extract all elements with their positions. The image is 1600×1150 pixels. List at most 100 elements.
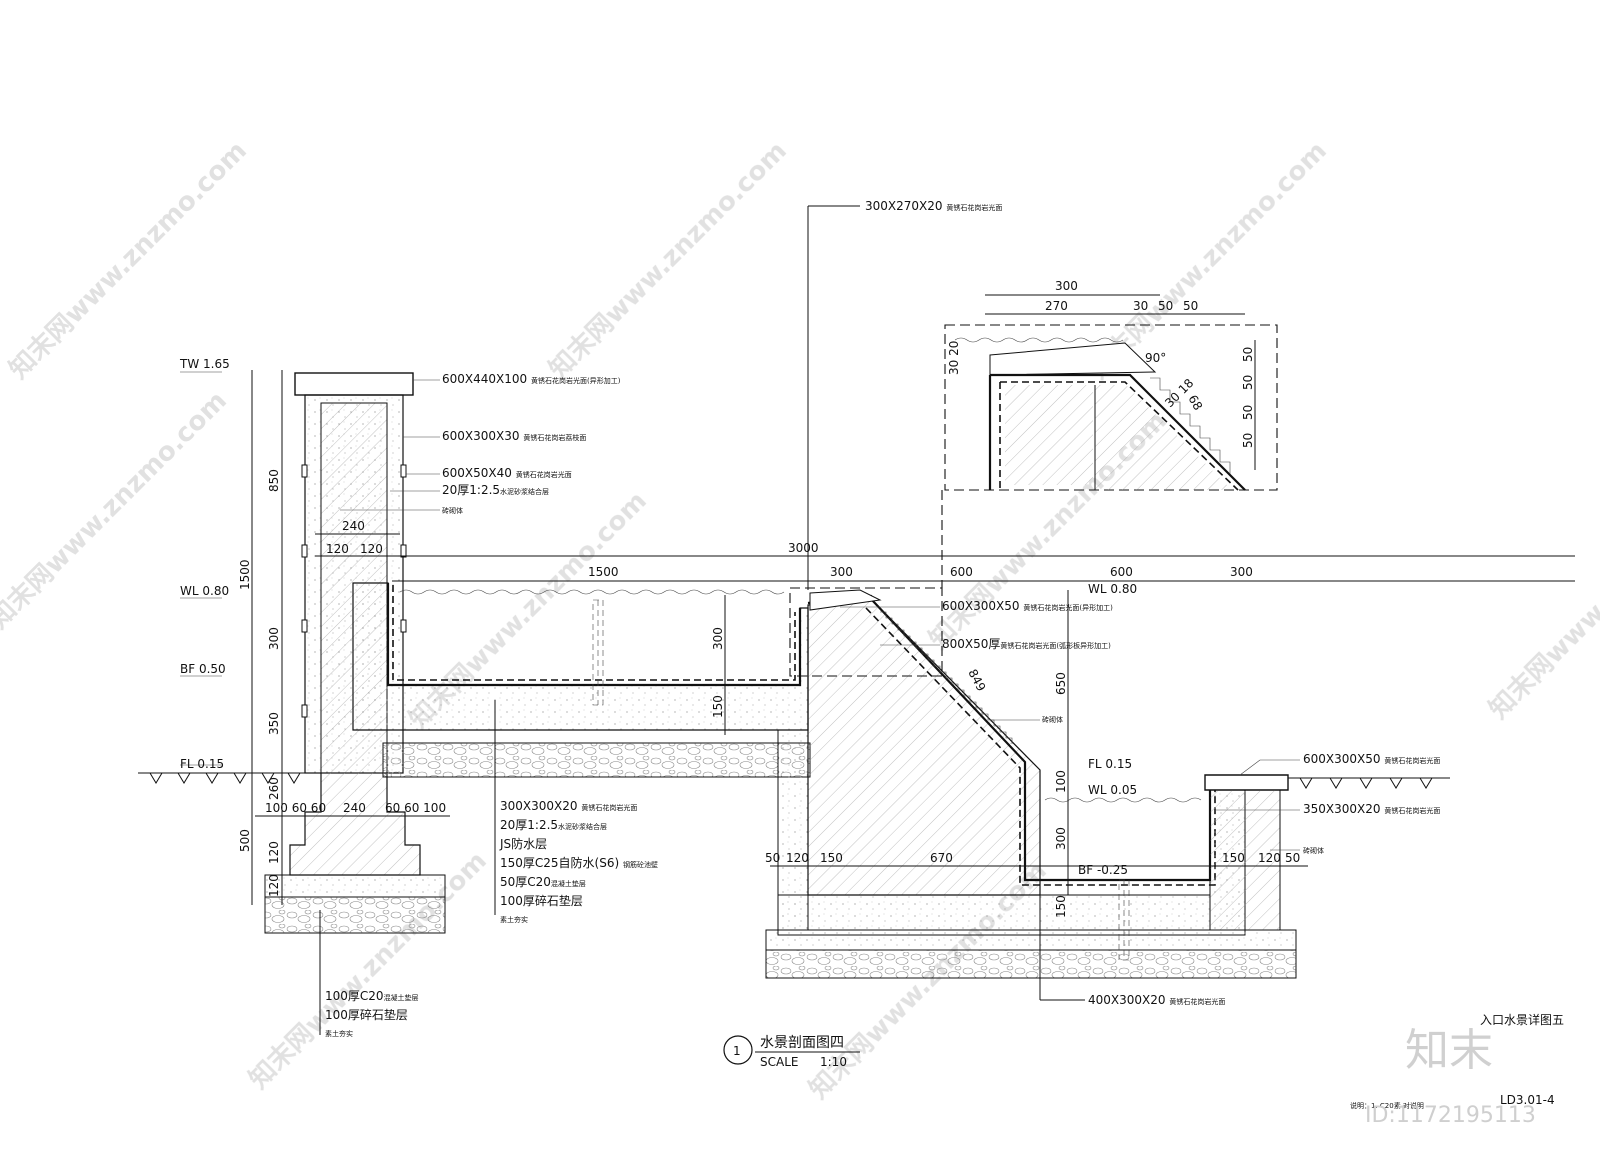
level-bf-left: BF 0.50 — [180, 662, 226, 676]
dim-r-150: 150 — [1054, 895, 1068, 918]
dim-detail-r50d: 50 — [1241, 433, 1255, 448]
svg-text:JS防水层: JS防水层 — [499, 836, 547, 851]
svg-text:350X300X20 黄锈石花岗岩光面: 350X300X20 黄锈石花岗岩光面 — [1303, 802, 1440, 816]
pool-layer-b: 黄锈石花岗岩光面 — [581, 803, 637, 812]
lower-basin — [765, 770, 1297, 979]
dim-bottom-right: 60 60 100 — [385, 801, 446, 815]
level-tw: TW 1.65 — [179, 357, 230, 371]
callout-top-detail: 300X270X20 — [865, 199, 943, 213]
watermark-id: ID:1172195113 — [1365, 1103, 1536, 1128]
callout-mortar-note: 水泥砂浆结合层 — [500, 487, 549, 496]
upper-pool — [352, 582, 811, 931]
sheet-title-block: 入口水景详图五 知末 说明：1. C20素 对说明 LD3.01-4 ID:11… — [1350, 1012, 1564, 1128]
callout-weir-note: 黄锈石花岗岩光面(异形加工) — [1023, 603, 1113, 612]
svg-text:800X50厚黄锈石花岗岩光面(弧形板异形加工): 800X50厚黄锈石花岗岩光面(弧形板异形加工) — [942, 637, 1111, 651]
dim-240: 240 — [342, 519, 365, 533]
dim-detail-300: 300 — [1055, 279, 1078, 293]
callout-base-r-note: 黄锈石花岗岩光面 — [1169, 997, 1225, 1006]
dim-3000: 3000 — [788, 541, 819, 555]
dim-detail-r50b: 50 — [1241, 375, 1255, 390]
pool-layer-a: 150厚C25自防水(S6) — [500, 855, 619, 870]
svg-text:素土夯实: 素土夯实 — [325, 1029, 353, 1038]
svg-text:600X440X100 黄锈石花岗岩光面(异形加工): 600X440X100 黄锈石花岗岩光面(异形加工) — [442, 372, 621, 386]
sheet-note: 说明：1. C20素 对说明 — [1350, 1101, 1424, 1110]
callout-labels: 600X440X100 黄锈石花岗岩光面(异形加工) 600X300X30 黄锈… — [325, 199, 1440, 1038]
dim-350: 350 — [267, 712, 281, 735]
dim-pool-300: 300 — [711, 627, 725, 650]
callout-facing: 600X300X30 — [442, 429, 520, 443]
footing-layer-a: 素土夯实 — [325, 1029, 353, 1038]
detail-frames — [789, 324, 1278, 677]
svg-text:300X300X20 黄锈石花岗岩光面: 300X300X20 黄锈石花岗岩光面 — [500, 799, 637, 813]
pool-layer-b: 混凝土垫层 — [551, 879, 586, 888]
footing-layer-a: 100厚C20 — [325, 989, 384, 1003]
dim-300-top-b: 300 — [1230, 565, 1253, 579]
dim-120b: 120 — [267, 874, 281, 897]
watermark-text: 知末网www.znzmo.com — [544, 136, 793, 385]
dim-detail-30: 30 — [1133, 299, 1148, 313]
dim-detail-68: 68 — [1185, 393, 1205, 413]
dim-120-right: 120 — [360, 542, 383, 556]
dim-bot-670: 670 — [930, 851, 953, 865]
level-wl-right: WL 0.80 — [1088, 582, 1137, 596]
callout-wall-r-note: 黄锈石花岗岩光面 — [1384, 806, 1440, 815]
dim-detail-50b: 50 — [1183, 299, 1198, 313]
title-scale-value: 1:10 — [820, 1055, 847, 1069]
dimension-lines — [251, 205, 1575, 1035]
dim-bot-r150: 150 — [1222, 851, 1245, 865]
callout-slope: 800X50厚 — [942, 637, 1000, 651]
dim-850: 850 — [267, 469, 281, 492]
callout-leaders — [340, 379, 1300, 851]
dim-bot-120: 120 — [786, 851, 809, 865]
dim-500: 500 — [238, 829, 252, 852]
svg-text:400X300X20 黄锈石花岗岩光面: 400X300X20 黄锈石花岗岩光面 — [1088, 993, 1225, 1007]
dim-bottom-left: 100 60 60 — [265, 801, 326, 815]
callout-base-r: 400X300X20 — [1088, 993, 1166, 1007]
dim-bot-150: 150 — [820, 851, 843, 865]
callout-band-note: 黄锈石花岗岩光面 — [516, 470, 572, 479]
drawing-title: 1 水景剖面图四 SCALE 1:10 — [723, 1035, 860, 1069]
watermark-text: 知末网www.znzmo.com — [1484, 476, 1600, 725]
title-number: 1 — [733, 1044, 741, 1058]
dim-detail-50a: 50 — [1158, 299, 1173, 313]
svg-text:100厚碎石垫层: 100厚碎石垫层 — [500, 893, 583, 908]
pool-layer-a: 素土夯实 — [500, 915, 528, 924]
cascade-mass — [807, 589, 1216, 896]
dim-r-650: 650 — [1054, 672, 1068, 695]
sheet-number: LD3.01-4 — [1500, 1093, 1555, 1107]
dim-120a: 120 — [267, 841, 281, 864]
callout-cap-note: 黄锈石花岗岩光面(异形加工) — [531, 376, 621, 385]
callout-coping-r-note: 黄锈石花岗岩光面 — [1384, 756, 1440, 765]
level-markers: TW 1.65 WL 0.80 BF 0.50 FL 0.15 WL 0.80 … — [179, 357, 1137, 877]
dim-detail-r50a: 50 — [1241, 347, 1255, 362]
svg-text:50厚C20混凝土垫层: 50厚C20混凝土垫层 — [500, 875, 586, 889]
dim-1500: 1500 — [238, 559, 252, 590]
level-bf-right: BF -0.25 — [1078, 863, 1128, 877]
dimension-labels: 850 1500 300 350 260 500 120 120 240 120… — [238, 279, 1300, 918]
dim-bottom-240: 240 — [343, 801, 366, 815]
title-scale-label: SCALE — [760, 1055, 798, 1069]
ground-line — [138, 772, 1450, 789]
svg-text:300X270X20 黄锈石花岗岩光面: 300X270X20 黄锈石花岗岩光面 — [865, 199, 1002, 213]
dim-260: 260 — [267, 777, 281, 800]
pool-layer-a: 20厚1:2.5 — [500, 818, 558, 832]
callout-top-detail-note: 黄锈石花岗岩光面 — [946, 203, 1002, 212]
footing-layer-b: 混凝土垫层 — [384, 993, 419, 1002]
brand-logo: 知末 — [1405, 1025, 1493, 1076]
svg-text:600X50X40 黄锈石花岗岩光面: 600X50X40 黄锈石花岗岩光面 — [442, 466, 572, 480]
dim-r-300: 300 — [1054, 827, 1068, 850]
callout-band: 600X50X40 — [442, 466, 512, 480]
svg-text:150厚C25自防水(S6) 钢筋砼池壁: 150厚C25自防水(S6) 钢筋砼池壁 — [500, 855, 658, 870]
pool-layer-a: 50厚C20 — [500, 875, 551, 889]
dim-pool-150: 150 — [711, 695, 725, 718]
callout-wall-r: 350X300X20 — [1303, 802, 1381, 816]
watermark-text: 知末网www.znzmo.com — [4, 136, 253, 385]
callout-weir: 600X300X50 — [942, 599, 1020, 613]
callout-slope-note: 黄锈石花岗岩光面(弧形板异形加工) — [1000, 641, 1111, 650]
dim-bot-r50: 50 — [1285, 851, 1300, 865]
dim-detail-3020: 30 20 — [947, 341, 961, 375]
pool-layer-a: 300X300X20 — [500, 799, 578, 813]
callout-brick: 砖砌体 — [442, 506, 463, 515]
svg-text:素土夯实: 素土夯实 — [500, 915, 528, 924]
